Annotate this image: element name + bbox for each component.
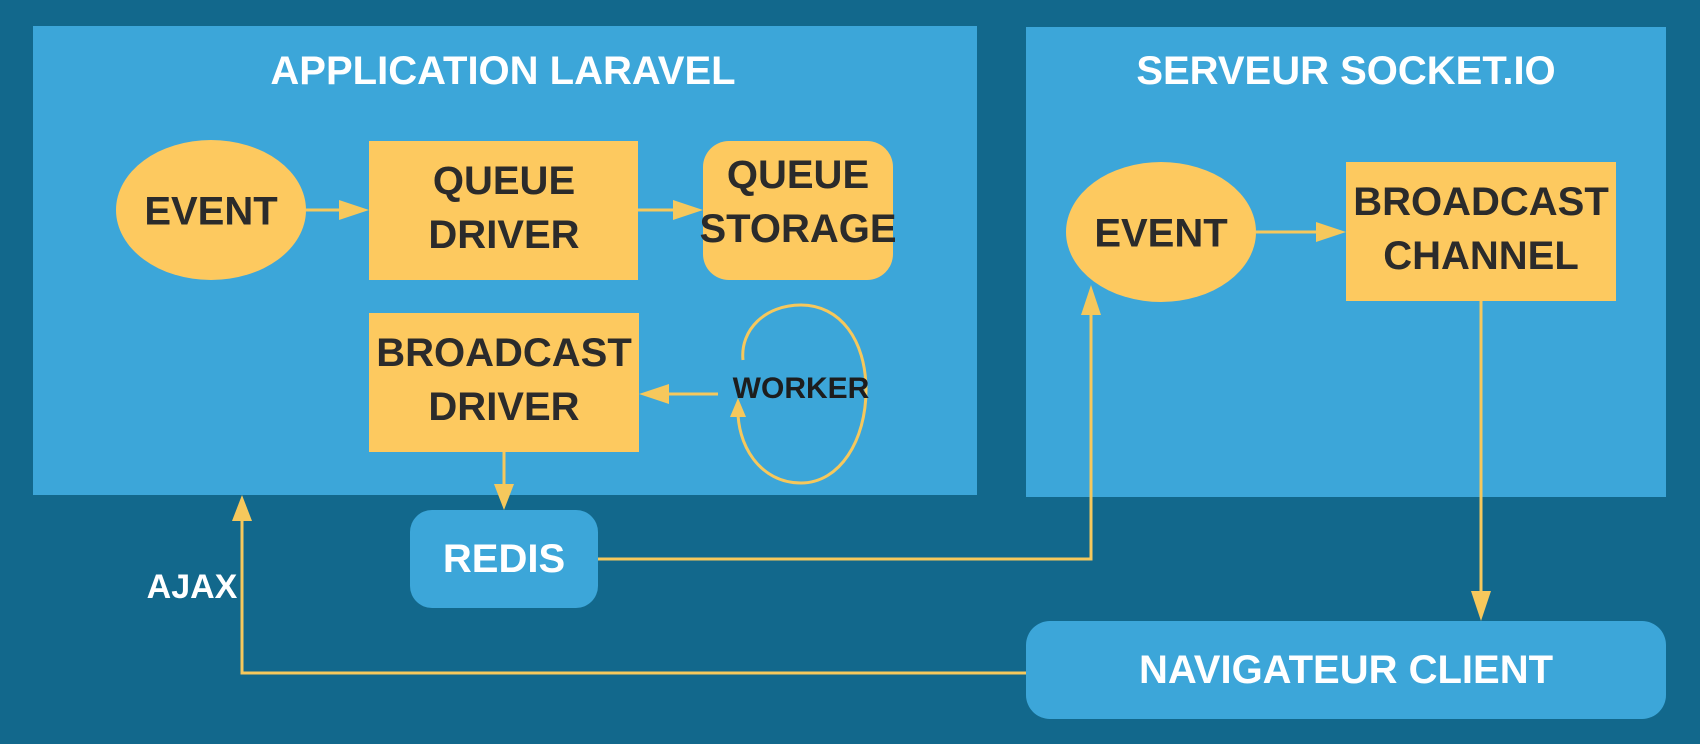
arrow-worker-to-broadcast-driver-head bbox=[639, 384, 669, 404]
queue-driver-label-2: DRIVER bbox=[428, 213, 579, 257]
arrow-queue-driver-to-storage-head bbox=[673, 200, 703, 220]
queue-storage-label-1: QUEUE bbox=[727, 153, 869, 197]
laravel-title: APPLICATION LARAVEL bbox=[270, 49, 735, 93]
redis-label: REDIS bbox=[443, 537, 565, 581]
broadcast-driver-label-1: BROADCAST bbox=[376, 331, 632, 375]
broadcast-driver-node bbox=[369, 313, 639, 452]
ajax-label: AJAX bbox=[147, 568, 238, 606]
worker-loop-arrowhead bbox=[730, 398, 746, 417]
laravel-event-label: EVENT bbox=[144, 190, 277, 234]
arrow-event-to-queue-driver-head bbox=[339, 200, 369, 220]
arrow-redis-to-socket-event bbox=[598, 312, 1093, 561]
arrow-client-to-laravel bbox=[240, 520, 1026, 675]
queue-storage-label-2: STORAGE bbox=[699, 207, 896, 251]
arrow-channel-to-client-head bbox=[1471, 591, 1491, 621]
broadcast-driver-label-2: DRIVER bbox=[428, 385, 579, 429]
queue-driver-node bbox=[369, 141, 638, 280]
arrow-socket-event-to-channel-head bbox=[1316, 222, 1346, 242]
broadcast-channel-node bbox=[1346, 162, 1616, 301]
worker-label: WORKER bbox=[733, 372, 870, 405]
worker-loop bbox=[736, 303, 868, 485]
socket-event-label: EVENT bbox=[1094, 212, 1227, 256]
arrow-broadcast-driver-to-redis-head bbox=[494, 484, 514, 510]
socketio-title: SERVEUR SOCKET.IO bbox=[1136, 49, 1555, 93]
broadcast-channel-label-2: CHANNEL bbox=[1383, 234, 1579, 278]
socket-event-node bbox=[1066, 162, 1256, 302]
client-label: NAVIGATEUR CLIENT bbox=[1139, 648, 1553, 692]
arrow-client-to-laravel-head bbox=[232, 495, 252, 521]
redis-node bbox=[410, 510, 598, 608]
queue-driver-label-1: QUEUE bbox=[433, 159, 575, 203]
queue-storage-node bbox=[703, 141, 893, 280]
arrow-redis-to-socket-event-head bbox=[1081, 285, 1101, 315]
laravel-event-node bbox=[116, 140, 306, 280]
broadcast-channel-label-1: BROADCAST bbox=[1353, 180, 1609, 224]
client-node bbox=[1026, 621, 1666, 719]
